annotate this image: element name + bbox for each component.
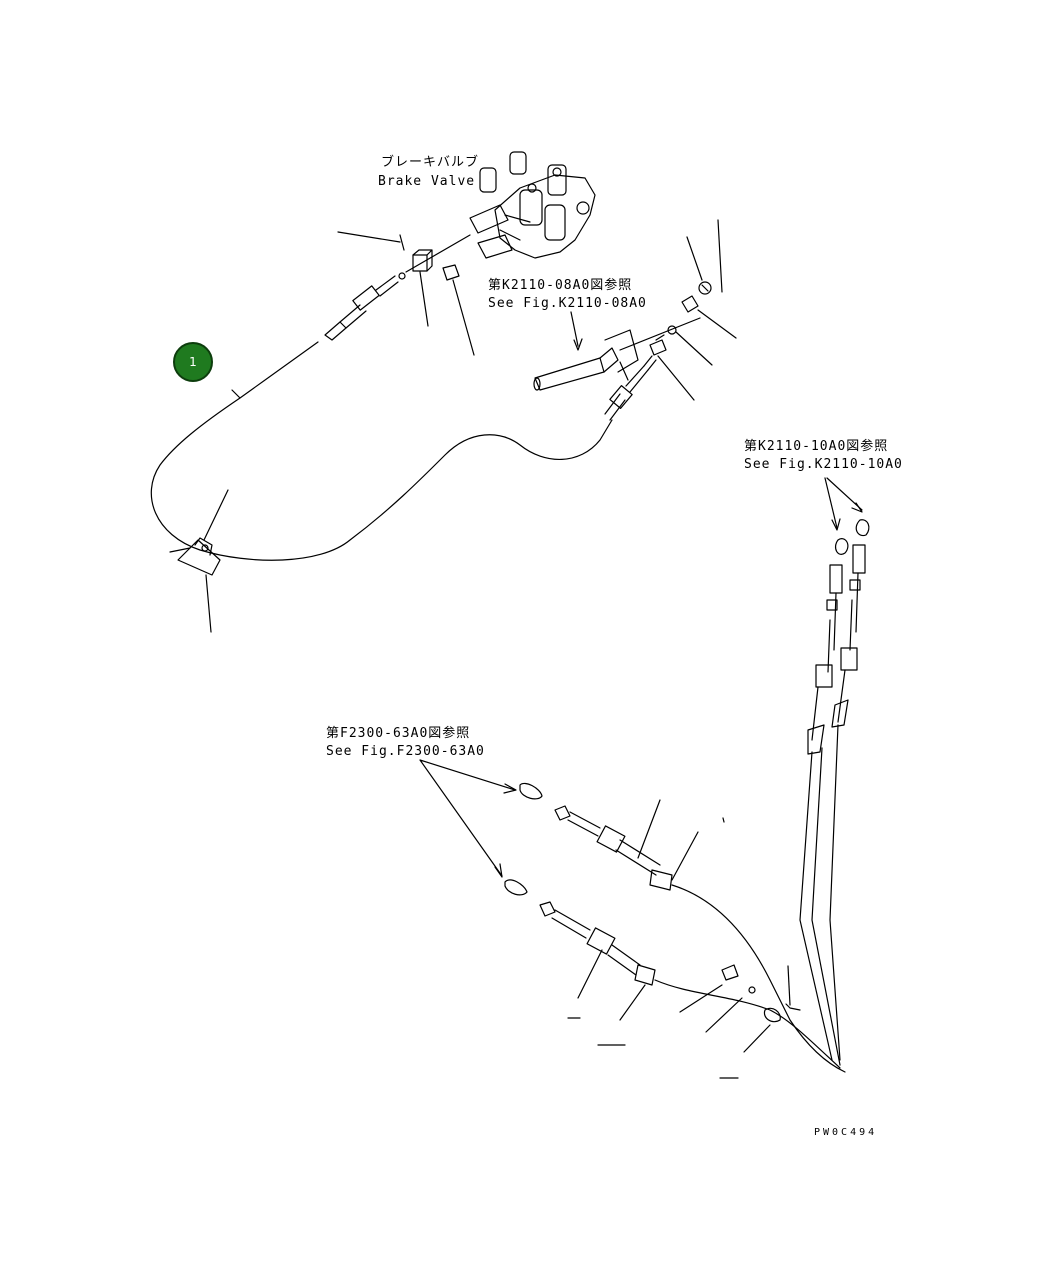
brake-valve-label-jp: ブレーキバルブ [381, 155, 480, 170]
washer-lower [748, 986, 756, 994]
leader-line [337, 231, 401, 243]
pin [442, 264, 460, 281]
cable-lower-lower [504, 879, 841, 1069]
clamp-lower [763, 1007, 781, 1023]
reference-arrow [570, 311, 579, 347]
bolt-lower [721, 964, 739, 981]
brake-lever [533, 317, 701, 391]
cable-rod-end-upper [324, 234, 471, 341]
part-callout-1[interactable]: 1 [173, 342, 213, 382]
brake-valve [469, 151, 596, 259]
brake-valve-label-en: Brake Valve [378, 174, 476, 189]
clevis [412, 254, 428, 272]
drawing-code: PW0C494 [814, 1127, 878, 1138]
reference-label-k2110-10a0-en: See Fig.K2110-10A0 [744, 457, 903, 472]
washer [667, 325, 677, 335]
reference-label-f2300-63a0-en: See Fig.F2300-63A0 [326, 744, 485, 759]
brake-cable [150, 341, 613, 561]
reference-label-k2110-08a0-en: See Fig.K2110-08A0 [488, 296, 647, 311]
clamp-bracket [169, 489, 229, 633]
reference-label-f2300-63a0-jp: 第F2300-63A0図参照 [326, 726, 471, 741]
nut [698, 281, 712, 295]
reference-label-k2110-08a0-jp: 第K2110-08A0図参照 [488, 278, 633, 293]
reference-label-k2110-10a0-jp: 第K2110-10A0図参照 [744, 439, 889, 454]
cable-end-upper-right [604, 334, 667, 421]
part-callout-number: 1 [189, 355, 197, 369]
cable-lower-upper [519, 782, 846, 1073]
reference-arrow [419, 759, 516, 877]
bolt [681, 295, 699, 313]
reference-arrow [824, 477, 863, 529]
cable-pair-right [799, 519, 870, 1066]
